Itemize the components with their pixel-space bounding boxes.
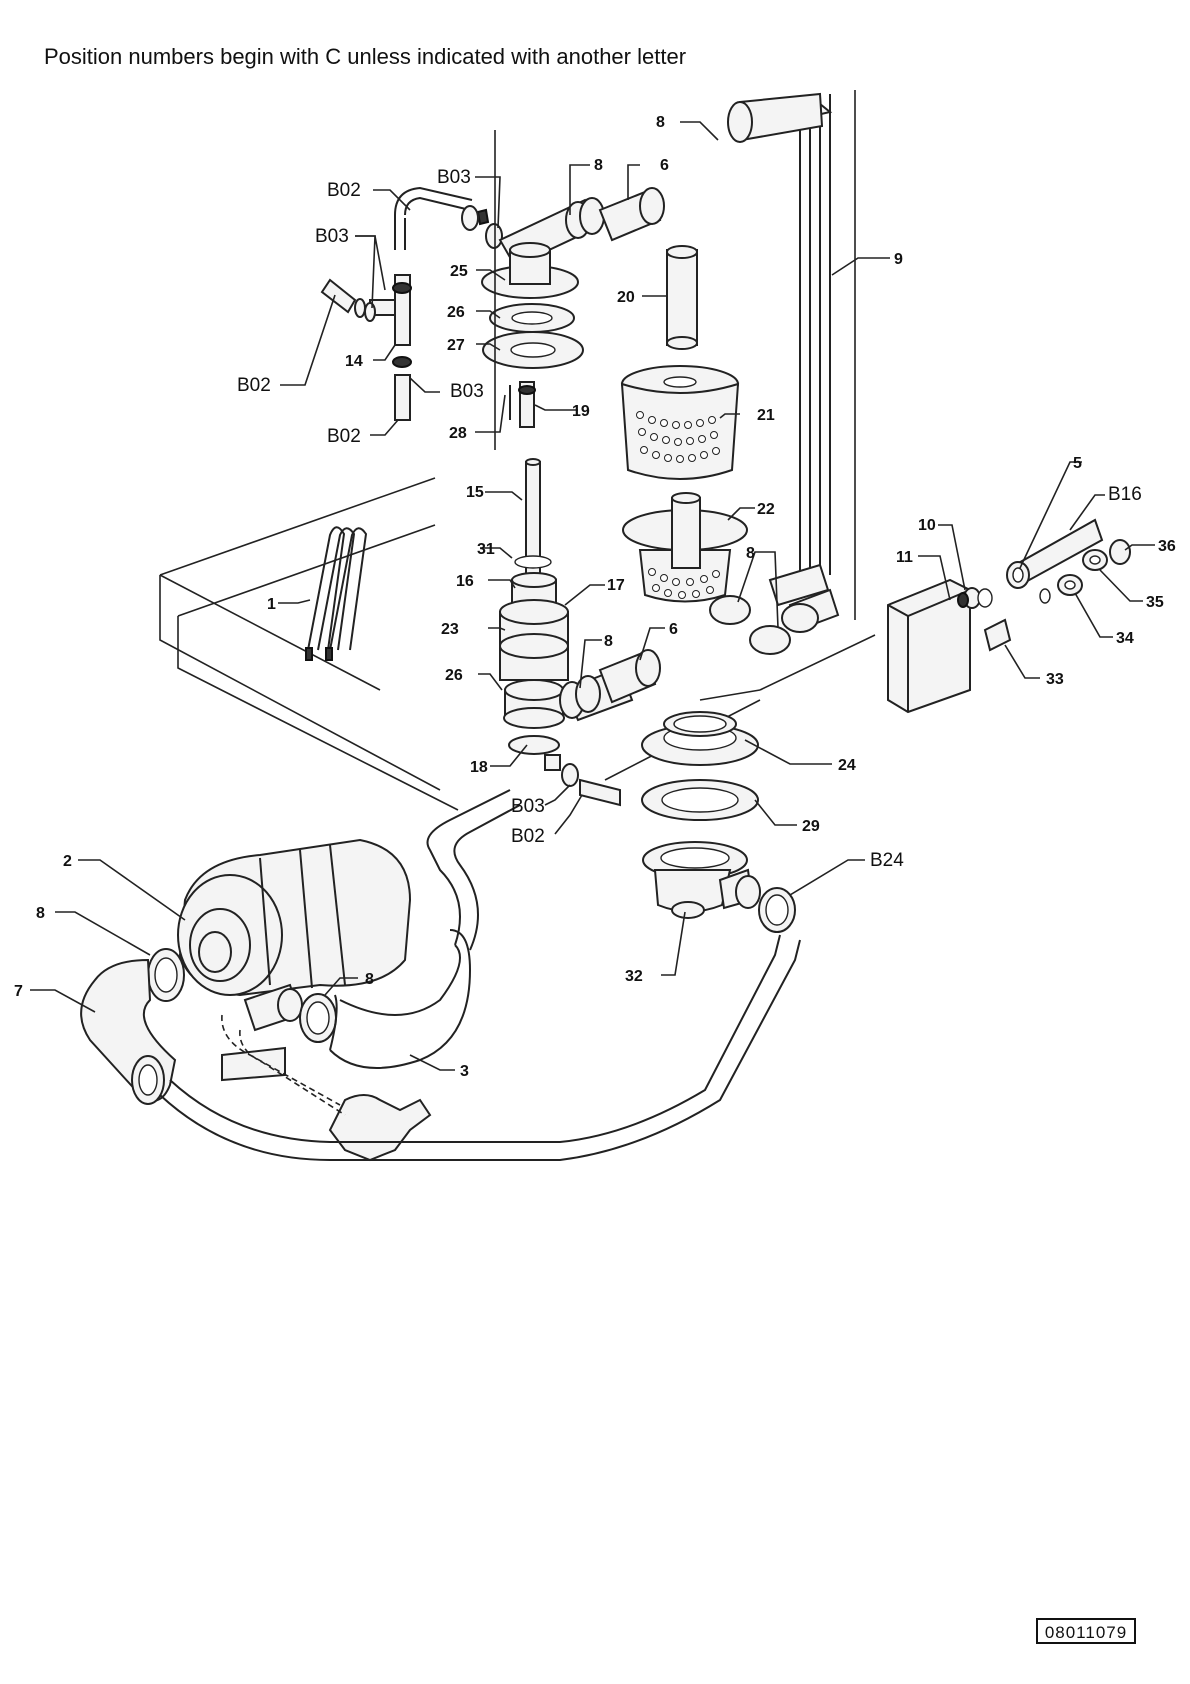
filter-ring — [622, 492, 748, 603]
callout-b02-top: B02 — [327, 180, 361, 201]
callout-9: 9 — [894, 251, 903, 268]
callout-8-pump-right: 8 — [365, 971, 374, 988]
callout-b03-mid: B03 — [450, 381, 484, 402]
control-box-assembly — [887, 518, 1131, 714]
tank-outline — [159, 90, 876, 811]
leader-lines — [30, 121, 1155, 1071]
callout-8-right: 8 — [746, 545, 755, 562]
diagram-note: Position numbers begin with C unless ind… — [44, 44, 687, 69]
strainer-basket — [620, 365, 740, 480]
central-column — [499, 458, 661, 807]
right-rings — [709, 563, 840, 655]
callout-3: 3 — [460, 1063, 469, 1080]
callout-18: 18 — [470, 759, 488, 776]
callout-29: 29 — [802, 818, 820, 835]
callout-8-mid: 8 — [604, 633, 613, 650]
callout-28: 28 — [449, 425, 467, 442]
callout-8-pump: 8 — [36, 905, 45, 922]
filter-pipe — [666, 245, 698, 350]
callout-35: 35 — [1146, 594, 1164, 611]
callout-26-top: 26 — [447, 304, 465, 321]
callout-2: 2 — [63, 853, 72, 870]
callout-b03-left: B03 — [315, 226, 349, 247]
callout-b03-top: B03 — [437, 167, 471, 188]
callout-15: 15 — [466, 484, 484, 501]
callout-b24: B24 — [870, 850, 904, 871]
callout-b16: B16 — [1108, 484, 1142, 505]
callout-27: 27 — [447, 337, 465, 354]
callout-16: 16 — [456, 573, 474, 590]
heating-element — [305, 526, 368, 661]
callout-1: 1 — [267, 596, 276, 613]
upper-elbow-assembly — [320, 130, 665, 450]
callout-19: 19 — [572, 403, 590, 420]
drain-assembly — [641, 711, 796, 933]
callout-10: 10 — [918, 517, 936, 534]
callout-24: 24 — [838, 757, 856, 774]
callout-11: 11 — [896, 549, 913, 566]
callout-b02-low: B02 — [511, 826, 545, 847]
callout-labels: B02 B03 B03 14 B02 B03 B02 8 6 8 9 25 26… — [14, 114, 1176, 1080]
callout-34: 34 — [1116, 630, 1134, 647]
callout-22: 22 — [757, 501, 775, 518]
pump-assembly — [80, 789, 801, 1162]
callout-8-upper-right: 8 — [656, 114, 665, 131]
callout-6-top: 6 — [660, 157, 669, 174]
callout-26-mid: 26 — [445, 667, 463, 684]
callout-32: 32 — [625, 968, 643, 985]
callout-25: 25 — [450, 263, 468, 280]
callout-20: 20 — [617, 289, 635, 306]
callout-14: 14 — [345, 353, 363, 370]
callout-8-top: 8 — [594, 157, 603, 174]
callout-b03-low: B03 — [511, 796, 545, 817]
callout-31: 31 — [477, 541, 495, 558]
callout-36: 36 — [1158, 538, 1176, 555]
callout-33: 33 — [1046, 671, 1064, 688]
callout-b02-bottom: B02 — [327, 426, 361, 447]
callout-6-mid: 6 — [669, 621, 678, 638]
callout-5: 5 — [1073, 455, 1082, 472]
callout-23: 23 — [441, 621, 459, 638]
callout-21: 21 — [757, 407, 775, 424]
callout-7: 7 — [14, 983, 23, 1000]
vertical-pipe — [727, 92, 833, 590]
callout-b02-left: B02 — [237, 375, 271, 396]
document-number-box: 08011079 — [1036, 1618, 1136, 1644]
callout-17: 17 — [607, 577, 625, 594]
